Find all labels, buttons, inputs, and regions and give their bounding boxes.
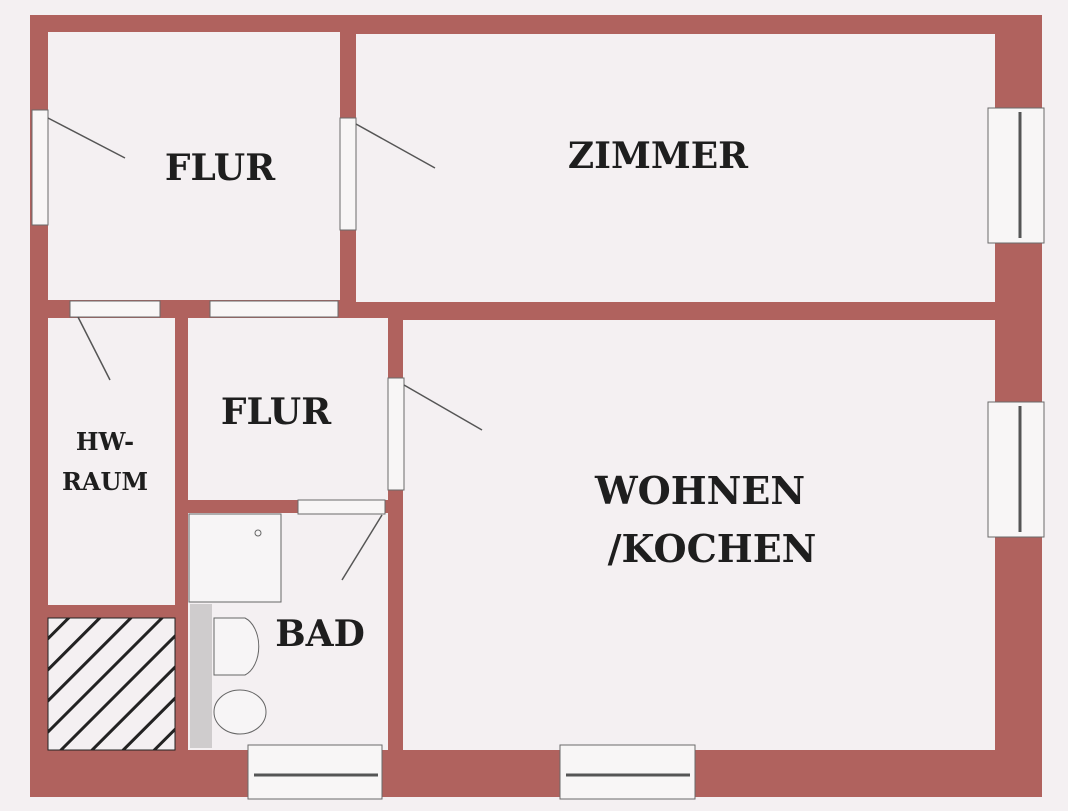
window-wohnen-right	[987, 401, 1045, 538]
label-hw-raum-1: HW-	[76, 427, 134, 456]
shower-tray	[188, 513, 282, 603]
bathroom-fixtures	[188, 513, 282, 748]
doors	[31, 109, 483, 581]
label-bad: BAD	[275, 613, 365, 655]
door-leaf-entrance	[47, 117, 126, 159]
door-leaf-zimmer	[355, 123, 436, 169]
label-zimmer: ZIMMER	[568, 135, 749, 177]
windows	[247, 107, 1045, 800]
room-wohnen-kochen	[403, 320, 995, 750]
door-frame-hw	[69, 300, 161, 318]
door-frame-flur-2	[209, 300, 339, 318]
window-zimmer	[987, 107, 1045, 244]
hatched-area	[47, 617, 176, 751]
door-leaf-hw	[77, 316, 111, 381]
window-bad	[247, 744, 383, 800]
door-leaf-bad	[341, 514, 383, 581]
room-zimmer	[356, 34, 995, 302]
room-flur-2	[188, 318, 388, 500]
door-frame-bad	[297, 499, 386, 515]
label-flur-1: FLUR	[165, 147, 276, 189]
door-frame-zimmer	[339, 117, 357, 231]
label-wohnen: WOHNEN	[594, 468, 805, 513]
label-flur-2: FLUR	[221, 391, 332, 433]
door-frame-wohnen	[387, 377, 405, 491]
window-wohnen-bottom	[559, 744, 696, 800]
door-leaf-wohnen	[403, 384, 483, 431]
bath-ledge	[190, 604, 212, 748]
label-kochen: /KOCHEN	[608, 526, 817, 571]
label-hw-raum-2: RAUM	[62, 467, 148, 496]
washbasin	[213, 617, 260, 676]
toilet	[213, 689, 267, 735]
door-frame-entrance	[31, 109, 49, 226]
room-flur-1	[48, 32, 340, 300]
room-hw-raum	[48, 318, 175, 605]
